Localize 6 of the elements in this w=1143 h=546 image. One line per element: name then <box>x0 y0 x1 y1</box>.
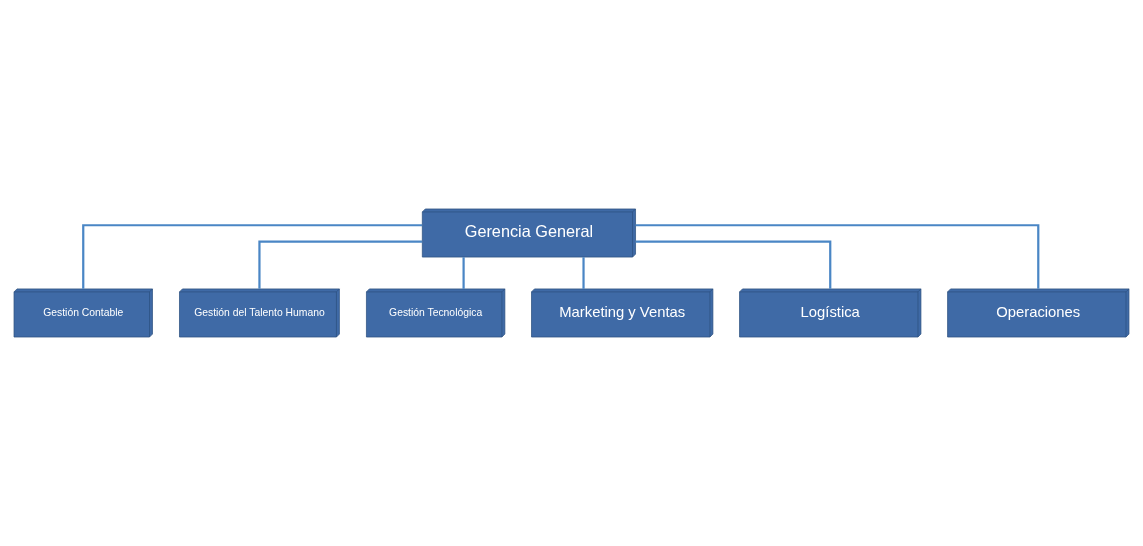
connector <box>635 240 832 289</box>
connector <box>258 240 423 289</box>
connector <box>635 224 1040 289</box>
connector <box>462 257 465 289</box>
connector <box>82 224 423 289</box>
connector <box>582 257 585 289</box>
